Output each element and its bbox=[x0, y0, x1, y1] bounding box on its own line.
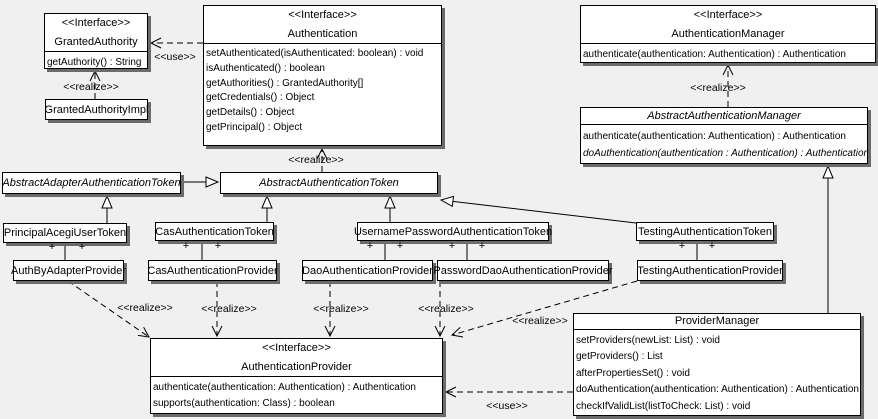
stereotype: <<Interface>> bbox=[693, 9, 763, 21]
class-name: GrantedAuthorityImpl bbox=[44, 103, 149, 116]
realize-label: <<realize>> bbox=[63, 81, 119, 93]
stereotype: <<Interface>> bbox=[262, 342, 331, 354]
method: doAuthentication(authentication : Authen… bbox=[583, 148, 867, 159]
class-abstract-adapter-authentication-token: AbstractAdapterAuthenticationToken bbox=[2, 172, 181, 194]
realize-label: <<realize>> bbox=[117, 302, 173, 314]
class-name: CasAuthenticationToken bbox=[155, 225, 274, 238]
class-abstract-authentication-token: AbstractAuthenticationToken bbox=[220, 172, 438, 194]
method: doAuthentication(authentication: Authent… bbox=[576, 384, 859, 396]
class-password-dao-authentication-provider: PasswordDaoAuthenticationProvider bbox=[433, 260, 613, 281]
stereotype: <<Interface>> bbox=[61, 17, 131, 29]
class-name: AbstractAuthenticationToken bbox=[259, 177, 399, 189]
method: afterPropertiesSet() : void bbox=[576, 367, 690, 379]
realize-label: <<realize>> bbox=[512, 315, 568, 327]
multiplicity-label: + bbox=[182, 240, 190, 252]
realize-label: <<realize>> bbox=[313, 303, 369, 315]
multiplicity-label: + bbox=[214, 240, 222, 252]
class-principal-acegi-user-token: PrincipalAcegiUserToken bbox=[3, 223, 127, 243]
method: getCredentials() : Object bbox=[206, 92, 315, 104]
multiplicity-label: + bbox=[366, 240, 374, 252]
method: authenticate(authentication: Authenticat… bbox=[153, 382, 416, 393]
class-name: AuthenticationProvider bbox=[241, 361, 352, 373]
realize-authbyadapterprovider bbox=[67, 280, 150, 338]
gen-testingauthenticationtoken bbox=[439, 195, 637, 224]
class-name: TestingAuthenticationToken bbox=[638, 225, 772, 238]
stereotype: <<Interface>> bbox=[288, 9, 357, 21]
class-abstract-authentication-manager: AbstractAuthenticationManager authentica… bbox=[580, 107, 868, 164]
class-name: DaoAuthenticationProvider bbox=[302, 264, 433, 277]
class-name: AuthByAdapterProvider bbox=[11, 264, 126, 277]
class-cas-authentication-provider: CasAuthenticationProvider bbox=[147, 260, 278, 281]
class-authentication-provider: <<Interface>> AuthenticationProvider aut… bbox=[150, 338, 443, 414]
realize-label: <<realize>> bbox=[690, 82, 746, 94]
class-dao-authentication-provider: DaoAuthenticationProvider bbox=[302, 260, 433, 281]
multiplicity-label: + bbox=[448, 240, 456, 252]
class-authentication: <<Interface>> Authentication setAuthenti… bbox=[203, 5, 442, 146]
class-authentication-manager: <<Interface>> AuthenticationManager auth… bbox=[580, 5, 876, 63]
method: getPrincipal() : Object bbox=[206, 121, 303, 133]
multiplicity-label: + bbox=[708, 240, 716, 252]
multiplicity-label: + bbox=[48, 241, 56, 253]
method: getDetails() : Object bbox=[206, 107, 295, 119]
multiplicity-label: + bbox=[78, 241, 86, 253]
class-name: AbstractAdapterAuthenticationToken bbox=[2, 177, 181, 189]
use-label: <<use>> bbox=[486, 400, 528, 412]
class-auth-by-adapter-provider: AuthByAdapterProvider bbox=[11, 260, 126, 281]
class-name: PasswordDaoAuthenticationProvider bbox=[433, 264, 613, 277]
method: getAuthority() : String bbox=[47, 57, 142, 68]
method: isAuthenticated() : boolean bbox=[206, 62, 325, 74]
class-name: AbstractAuthenticationManager bbox=[647, 110, 801, 122]
class-name: AuthenticationManager bbox=[671, 28, 785, 40]
class-granted-authority: <<Interface>> GrantedAuthority getAuthor… bbox=[44, 13, 148, 69]
method: getProviders() : List bbox=[576, 351, 663, 363]
class-name: TestingAuthenticationProvider bbox=[637, 264, 783, 277]
method: authenticate(authentication: Authenticat… bbox=[583, 49, 846, 60]
realize-label: <<realize>> bbox=[288, 154, 344, 166]
realize-label: <<realize>> bbox=[418, 303, 474, 315]
method: setProviders(newList: List) : void bbox=[576, 335, 720, 346]
class-granted-authority-impl: GrantedAuthorityImpl bbox=[45, 99, 148, 120]
class-testing-authentication-provider: TestingAuthenticationProvider bbox=[637, 260, 783, 281]
multiplicity-label: + bbox=[678, 240, 686, 252]
class-testing-authentication-token: TestingAuthenticationToken bbox=[636, 222, 774, 241]
realize-testingauthenticationprovider bbox=[450, 280, 638, 338]
multiplicity-label: + bbox=[396, 240, 404, 252]
method: supports(authentication: Class) : boolea… bbox=[153, 397, 335, 409]
method: authenticate(authentication: Authenticat… bbox=[583, 131, 846, 142]
realize-label: <<realize>> bbox=[201, 303, 257, 315]
class-name: GrantedAuthority bbox=[54, 36, 138, 48]
class-name: ProviderManager bbox=[674, 315, 760, 327]
method: setAuthenticated(isAuthenticated: boolea… bbox=[206, 48, 424, 59]
method: getAuthorities() : GrantedAuthority[] bbox=[206, 77, 364, 89]
multiplicity-label: + bbox=[478, 240, 486, 252]
class-provider-manager: ProviderManager setProviders(newList: Li… bbox=[573, 313, 861, 416]
use-label: <<use>> bbox=[154, 51, 196, 63]
class-name: PrincipalAcegiUserToken bbox=[3, 227, 127, 239]
class-name: Authentication bbox=[287, 28, 358, 40]
class-name: UsernamePasswordAuthenticationToken bbox=[353, 225, 553, 238]
class-name: CasAuthenticationProvider bbox=[147, 264, 278, 277]
class-username-password-authentication-token: UsernamePasswordAuthenticationToken bbox=[353, 222, 553, 241]
class-cas-authentication-token: CasAuthenticationToken bbox=[155, 222, 274, 241]
method: checkIfValidList(listToCheck: List) : vo… bbox=[576, 400, 751, 412]
